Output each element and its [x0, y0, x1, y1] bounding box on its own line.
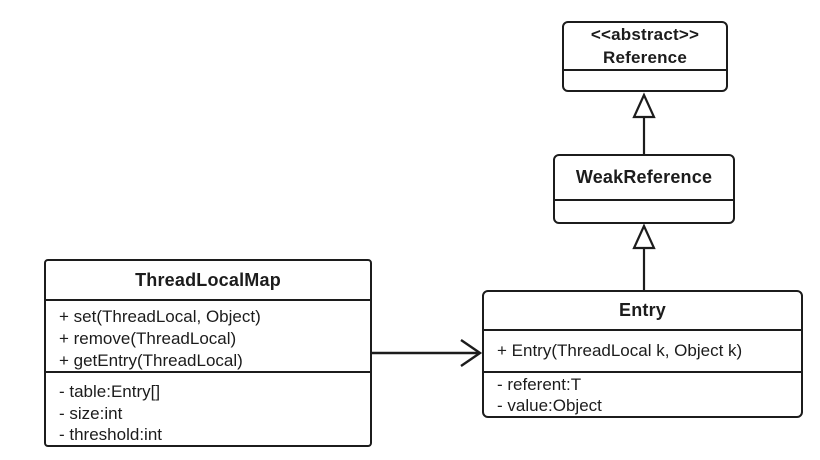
attribute-item: - referent:T [497, 375, 582, 394]
method-item: + remove(ThreadLocal) [59, 329, 237, 348]
empty-members-compartment [564, 69, 726, 90]
method-item: + getEntry(ThreadLocal) [59, 351, 243, 370]
attributes-compartment: - table:Entry[] - size:int - threshold:i… [46, 371, 370, 445]
class-header-reference: <<abstract>> Reference [564, 23, 726, 69]
class-header-threadlocalmap: ThreadLocalMap [46, 261, 370, 299]
generalization-weakreference-to-reference-arrow [632, 92, 656, 156]
method-item: + Entry(ThreadLocal k, Object k) [497, 341, 743, 360]
class-stereotype: <<abstract>> [590, 25, 700, 44]
class-name: WeakReference [575, 167, 713, 187]
class-box-weakreference: WeakReference [553, 154, 735, 224]
class-name: ThreadLocalMap [135, 269, 281, 290]
attribute-item: - table:Entry[] [59, 382, 161, 401]
class-box-threadlocalmap: ThreadLocalMap + set(ThreadLocal, Object… [44, 259, 372, 447]
class-header-weakreference: WeakReference [555, 156, 733, 199]
generalization-entry-to-weakreference-arrow [632, 223, 656, 291]
attributes-compartment: - referent:T - value:Object [484, 371, 801, 416]
method-item: + set(ThreadLocal, Object) [59, 307, 261, 326]
class-name: Reference [602, 48, 687, 67]
empty-members-compartment [555, 199, 733, 222]
attribute-item: - threshold:int [59, 425, 162, 444]
attribute-item: - size:int [59, 403, 123, 423]
class-box-entry: Entry + Entry(ThreadLocal k, Object k) -… [482, 290, 803, 418]
class-name: Entry [618, 300, 666, 320]
methods-compartment: + set(ThreadLocal, Object) + remove(Thre… [46, 299, 370, 371]
attribute-item: - value:Object [497, 396, 602, 415]
methods-compartment: + Entry(ThreadLocal k, Object k) [484, 329, 801, 371]
association-threadlocalmap-to-entry-arrow [368, 339, 483, 367]
class-header-entry: Entry [484, 292, 801, 329]
class-box-reference: <<abstract>> Reference [562, 21, 728, 92]
